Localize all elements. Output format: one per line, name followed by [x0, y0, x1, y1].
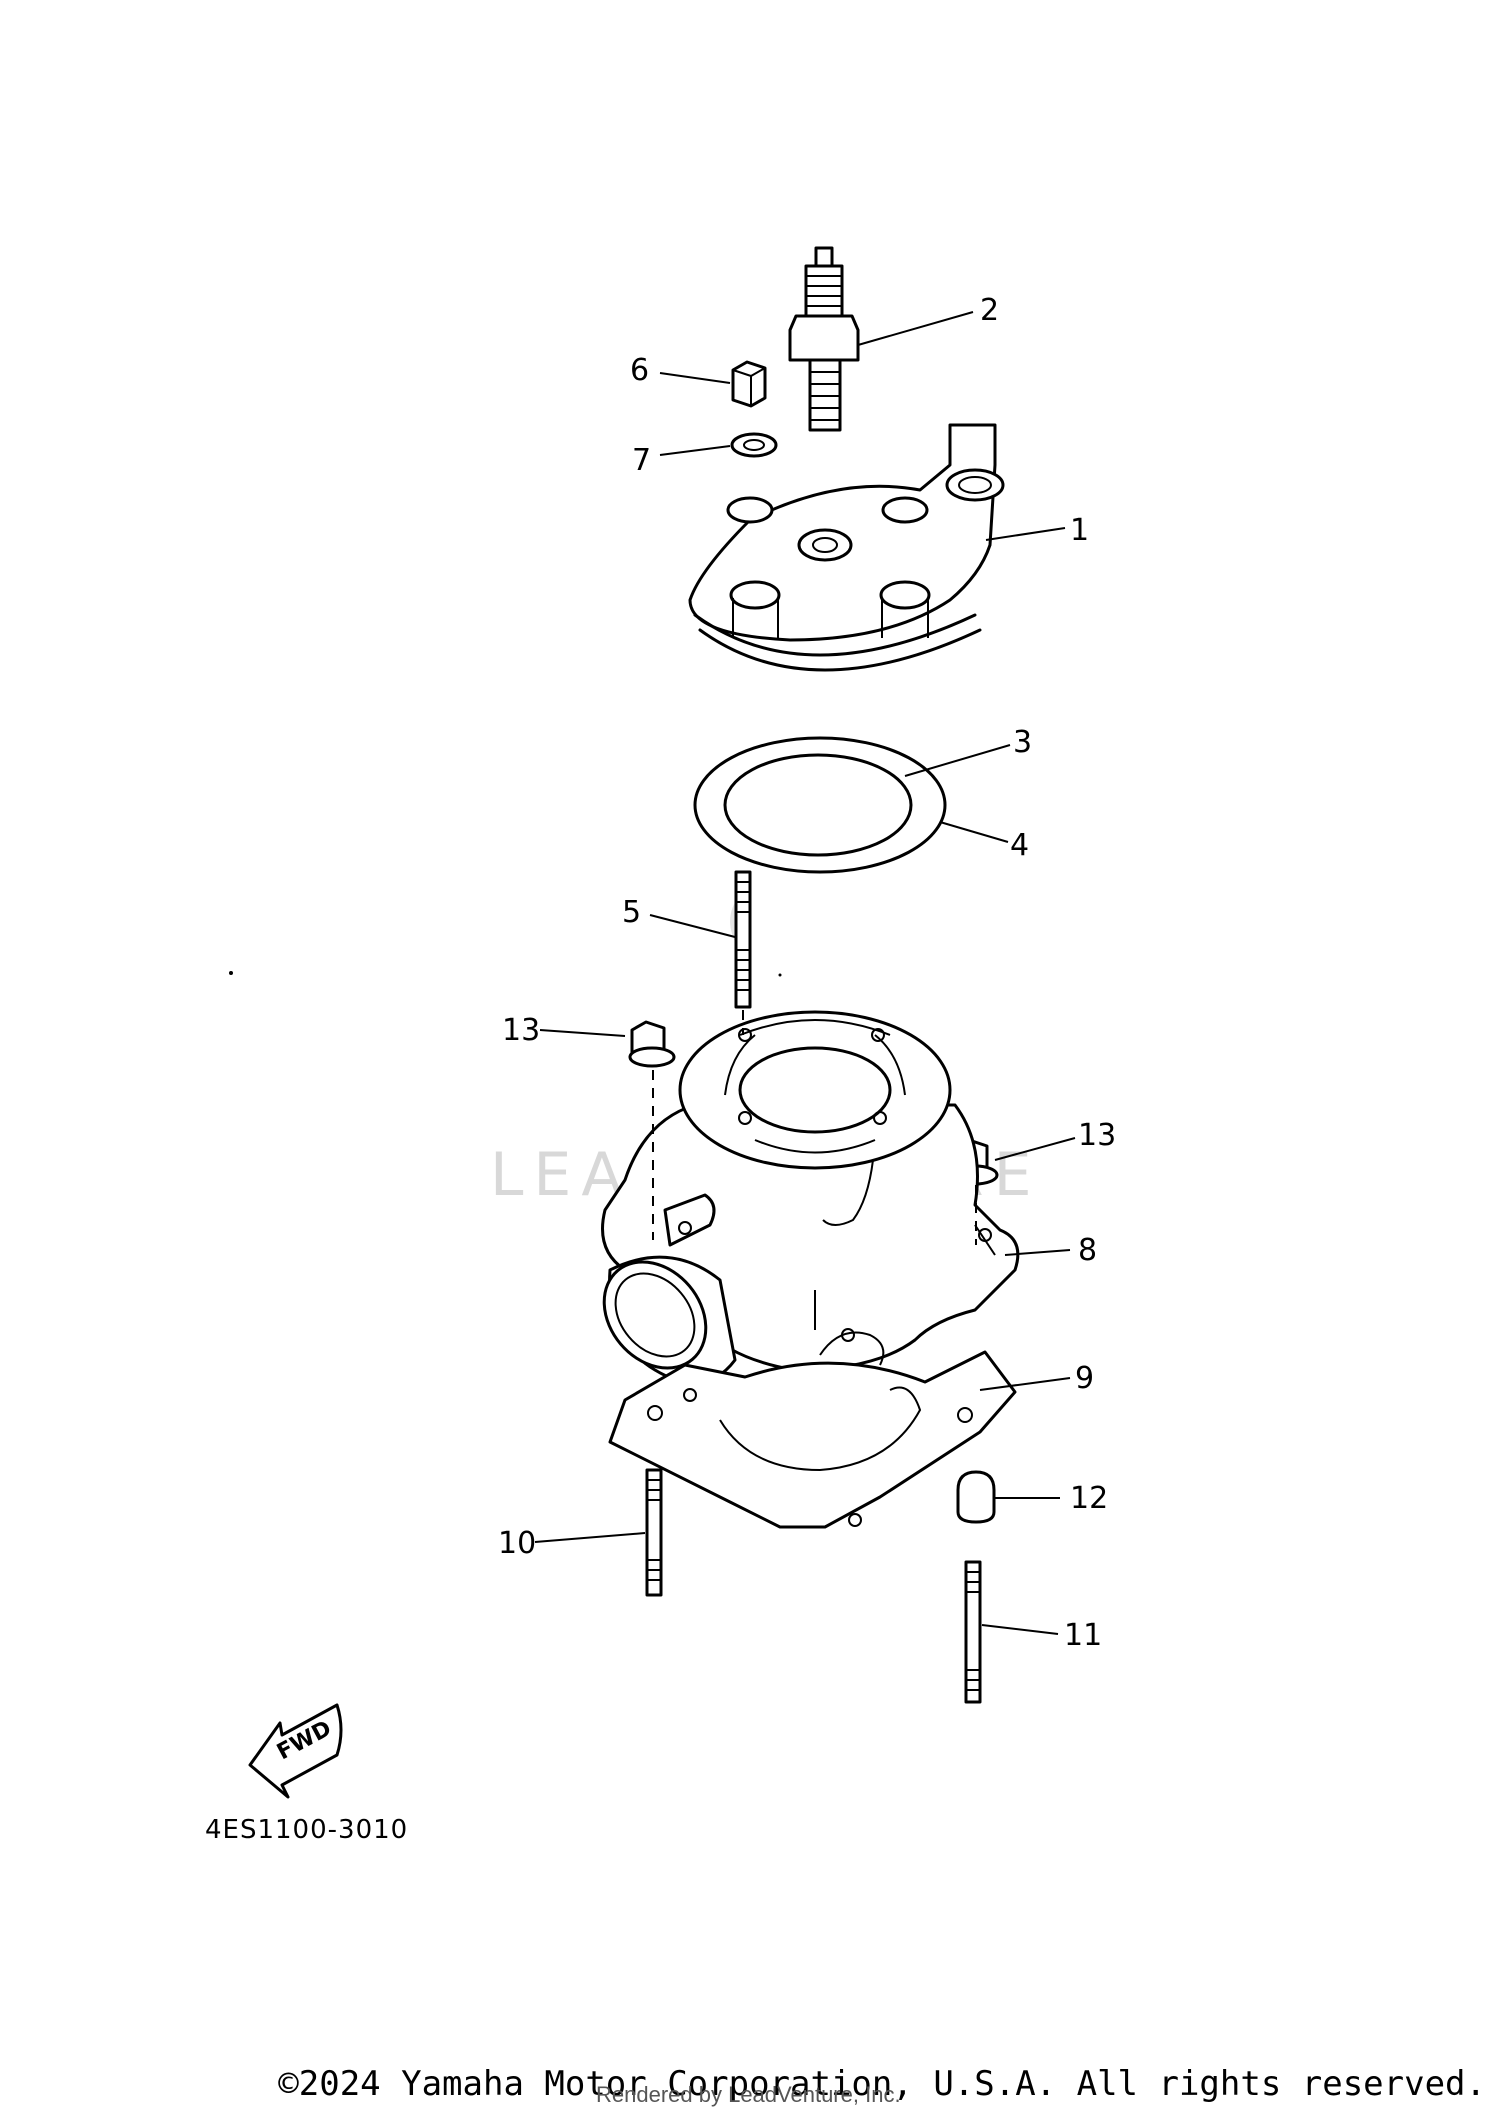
alignment-lines	[652, 1010, 977, 1245]
spark-plug	[788, 246, 860, 432]
callout-11: 11	[1064, 1618, 1102, 1653]
callout-2: 2	[980, 293, 999, 328]
callout-labels: 2 6 7 1 3 4 5 13 13 8 9 12 10 11	[498, 293, 1116, 1653]
leader-lines	[534, 311, 1076, 1635]
stud-bolt-10	[645, 1468, 663, 1597]
part-code: 4ES1100-3010	[205, 1815, 408, 1845]
callout-3: 3	[1013, 725, 1032, 760]
dowel-pin	[956, 1470, 996, 1524]
base-gasket	[608, 1350, 1017, 1529]
head-gasket	[693, 736, 947, 874]
cylinder	[601, 1010, 1020, 1385]
callout-13-left: 13	[502, 1013, 540, 1048]
stud-bolt-11	[964, 1560, 982, 1704]
callout-6: 6	[630, 353, 649, 388]
callout-12: 12	[1070, 1481, 1108, 1516]
callout-4: 4	[1010, 828, 1029, 863]
callout-7: 7	[632, 443, 651, 478]
cap-nut	[731, 360, 767, 408]
stud-bolt	[734, 870, 752, 1009]
callout-10: 10	[498, 1526, 536, 1561]
callout-1: 1	[1070, 513, 1089, 548]
callout-5: 5	[622, 895, 641, 930]
fwd-arrow-icon: FWD	[248, 1703, 343, 1799]
flange-nut-left	[628, 1020, 676, 1068]
cylinder-head	[688, 423, 1005, 672]
rendered-by-notice: Rendered by LeadVenture, Inc.	[596, 2082, 901, 2107]
callout-13-right: 13	[1078, 1118, 1116, 1153]
callout-8: 8	[1078, 1233, 1097, 1268]
washer	[730, 432, 778, 458]
callout-9: 9	[1075, 1361, 1094, 1396]
copyright-notice: ©2024 Yamaha Motor Corporation, U.S.A. A…	[278, 2064, 1486, 2104]
